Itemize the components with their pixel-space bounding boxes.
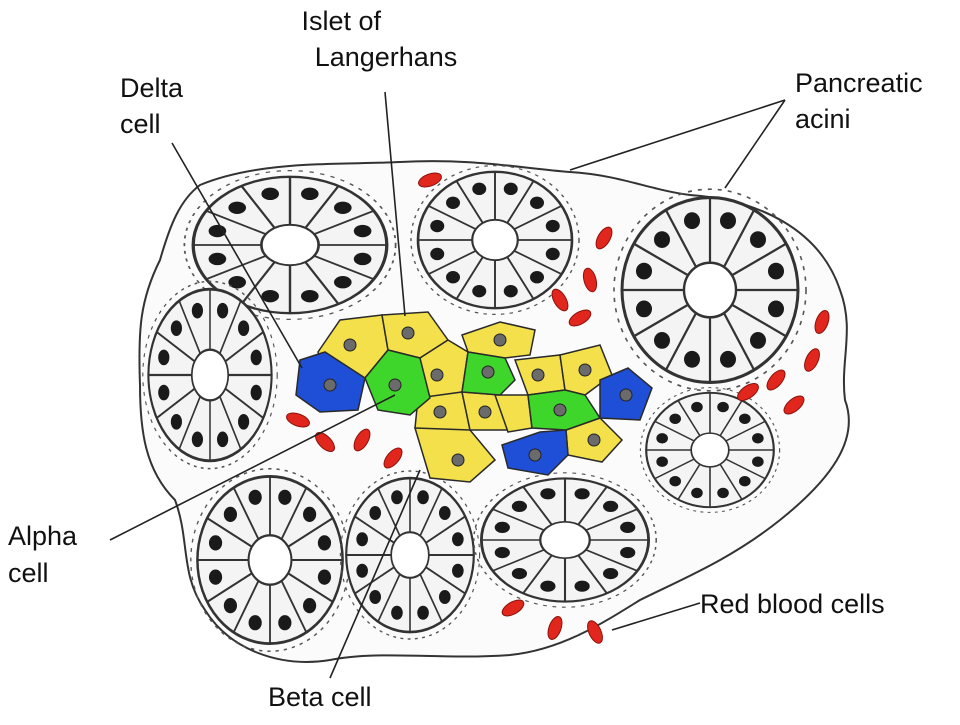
delta-leader-line bbox=[171, 142, 303, 369]
islet-label-line-1: Islet of bbox=[301, 6, 381, 36]
alpha-leader-line bbox=[109, 394, 396, 541]
islet-label-line-2: Langerhans bbox=[315, 42, 458, 72]
beta-cell-label: Beta cell bbox=[268, 682, 372, 712]
alpha-cell-label-line-2: cell bbox=[8, 558, 49, 588]
delta-cell-label-line-1: Delta bbox=[120, 73, 184, 103]
islet-nuclei bbox=[323, 326, 633, 467]
acini-leader-line bbox=[569, 99, 786, 171]
delta-cell-label-line-2: cell bbox=[120, 109, 161, 139]
islet-label: Islet of Langerhans bbox=[301, 6, 457, 72]
islet-of-langerhans bbox=[295, 311, 653, 483]
red-blood-cells-label: Red blood cells bbox=[700, 589, 885, 619]
alpha-cell-label: Alpha cell bbox=[8, 521, 85, 588]
delta-cell-label: Delta cell bbox=[120, 73, 191, 139]
rbc-leader-line bbox=[611, 602, 701, 631]
pancreatic-acini-label-line-1: Pancreatic bbox=[795, 68, 923, 98]
labels: Islet of Langerhans Delta cell Pancreati… bbox=[8, 6, 930, 712]
islet-leader-line bbox=[384, 91, 406, 317]
leader-lines bbox=[109, 91, 786, 679]
beta-leader-line bbox=[329, 469, 421, 679]
pancreatic-acini-label: Pancreatic acini bbox=[795, 68, 930, 134]
acini-leader-line bbox=[724, 99, 786, 189]
alpha-cell-label-line-1: Alpha bbox=[8, 521, 78, 551]
pancreatic-acini-label-line-2: acini bbox=[795, 104, 851, 134]
